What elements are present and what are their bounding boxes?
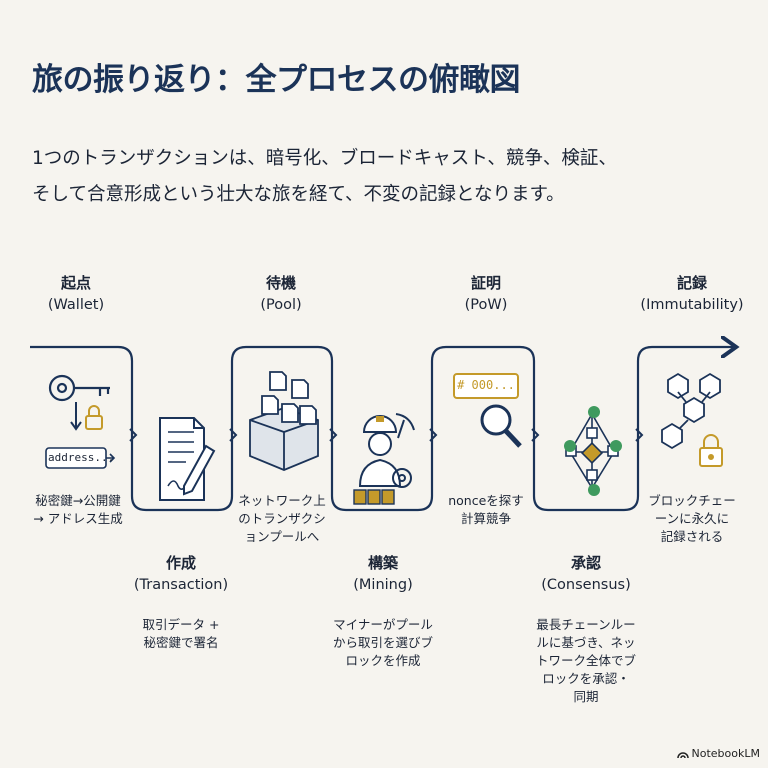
mining-blocks-icon [353,489,395,505]
notebooklm-watermark: NotebookLM [676,747,760,760]
stage-consensus-desc: 最長チェーンルールに基づき、ネットワーク全体でブロックを承認・同期 [535,617,636,704]
subtitle-line-1: 1つのトランザクションは、暗号化、ブロードキャスト、競争、検証、 [32,148,617,169]
stage-pool-header: 待機 (Pool) [206,272,356,316]
address-label: address... [48,451,115,464]
stage-consensus-subtitle: (Consensus) [541,577,631,593]
stage-pool-title: 待機 [265,274,296,292]
key-icon [48,374,110,402]
document-icon [159,417,205,501]
nonce-box [453,373,519,399]
stage-transaction-header: 作成 (Transaction) [106,552,256,596]
stage-transaction-title: 作成 [165,554,196,572]
pen-icon [183,444,216,496]
transaction-pool-icon [249,371,319,471]
stage-wallet-title: 起点 [60,274,91,292]
stage-immutability-header: 記録 (Immutability) [617,272,767,316]
flow-chevrons [129,428,644,442]
stage-pow-subtitle: (PoW) [464,297,508,313]
stage-wallet-desc: 秘密鍵→公開鍵→ アドレス生成 [33,493,123,526]
stage-pool-desc: ネットワーク上のトランザクションプールへ [238,493,326,544]
notebooklm-logo-icon [676,751,689,758]
subtitle-line-2: そして合意形成という壮大な旅を経て、不変の記録となります。 [32,184,565,205]
stage-pow-header: 証明 (PoW) [411,272,561,316]
stage-consensus-header: 承認 (Consensus) [511,552,661,596]
gear-icon [392,468,412,488]
stage-mining-title: 構築 [367,554,398,572]
nonce-label: # 000... [457,378,515,392]
page-title: 旅の振り返り：全プロセスの俯瞰図 [32,62,521,98]
stage-immutability-subtitle: (Immutability) [640,297,744,313]
stage-mining-subtitle: (Mining) [353,577,413,593]
stage-pow-desc: nonceを探す計算競争 [448,493,524,526]
blockchain-icon [661,372,721,450]
stage-pool-subtitle: (Pool) [260,297,302,313]
stage-consensus-title: 承認 [570,554,601,572]
stage-transaction-desc: 取引データ +秘密鍵で署名 [142,617,220,650]
stage-mining-header: 構築 (Mining) [308,552,458,596]
miner-icon [358,413,415,487]
stage-immutability-title: 記録 [676,274,707,292]
stage-immutability-desc: ブロックチェーーンに永久に記録される [648,493,736,544]
footer-text: NotebookLM [691,747,760,760]
arrow-down-icon [70,402,82,431]
lock-icon [85,405,103,430]
stage-mining-desc: マイナーがプールから取引を選びブロックを作成 [332,617,433,668]
consensus-network-icon [564,406,622,496]
lock-icon-immutable [699,434,723,467]
stage-transaction-subtitle: (Transaction) [133,577,229,593]
stage-pow-title: 証明 [470,274,501,292]
stage-wallet-header: 起点 (Wallet) [1,272,151,316]
magnifier-icon [480,404,522,448]
flow-line [30,347,734,512]
stage-wallet-subtitle: (Wallet) [47,297,105,313]
